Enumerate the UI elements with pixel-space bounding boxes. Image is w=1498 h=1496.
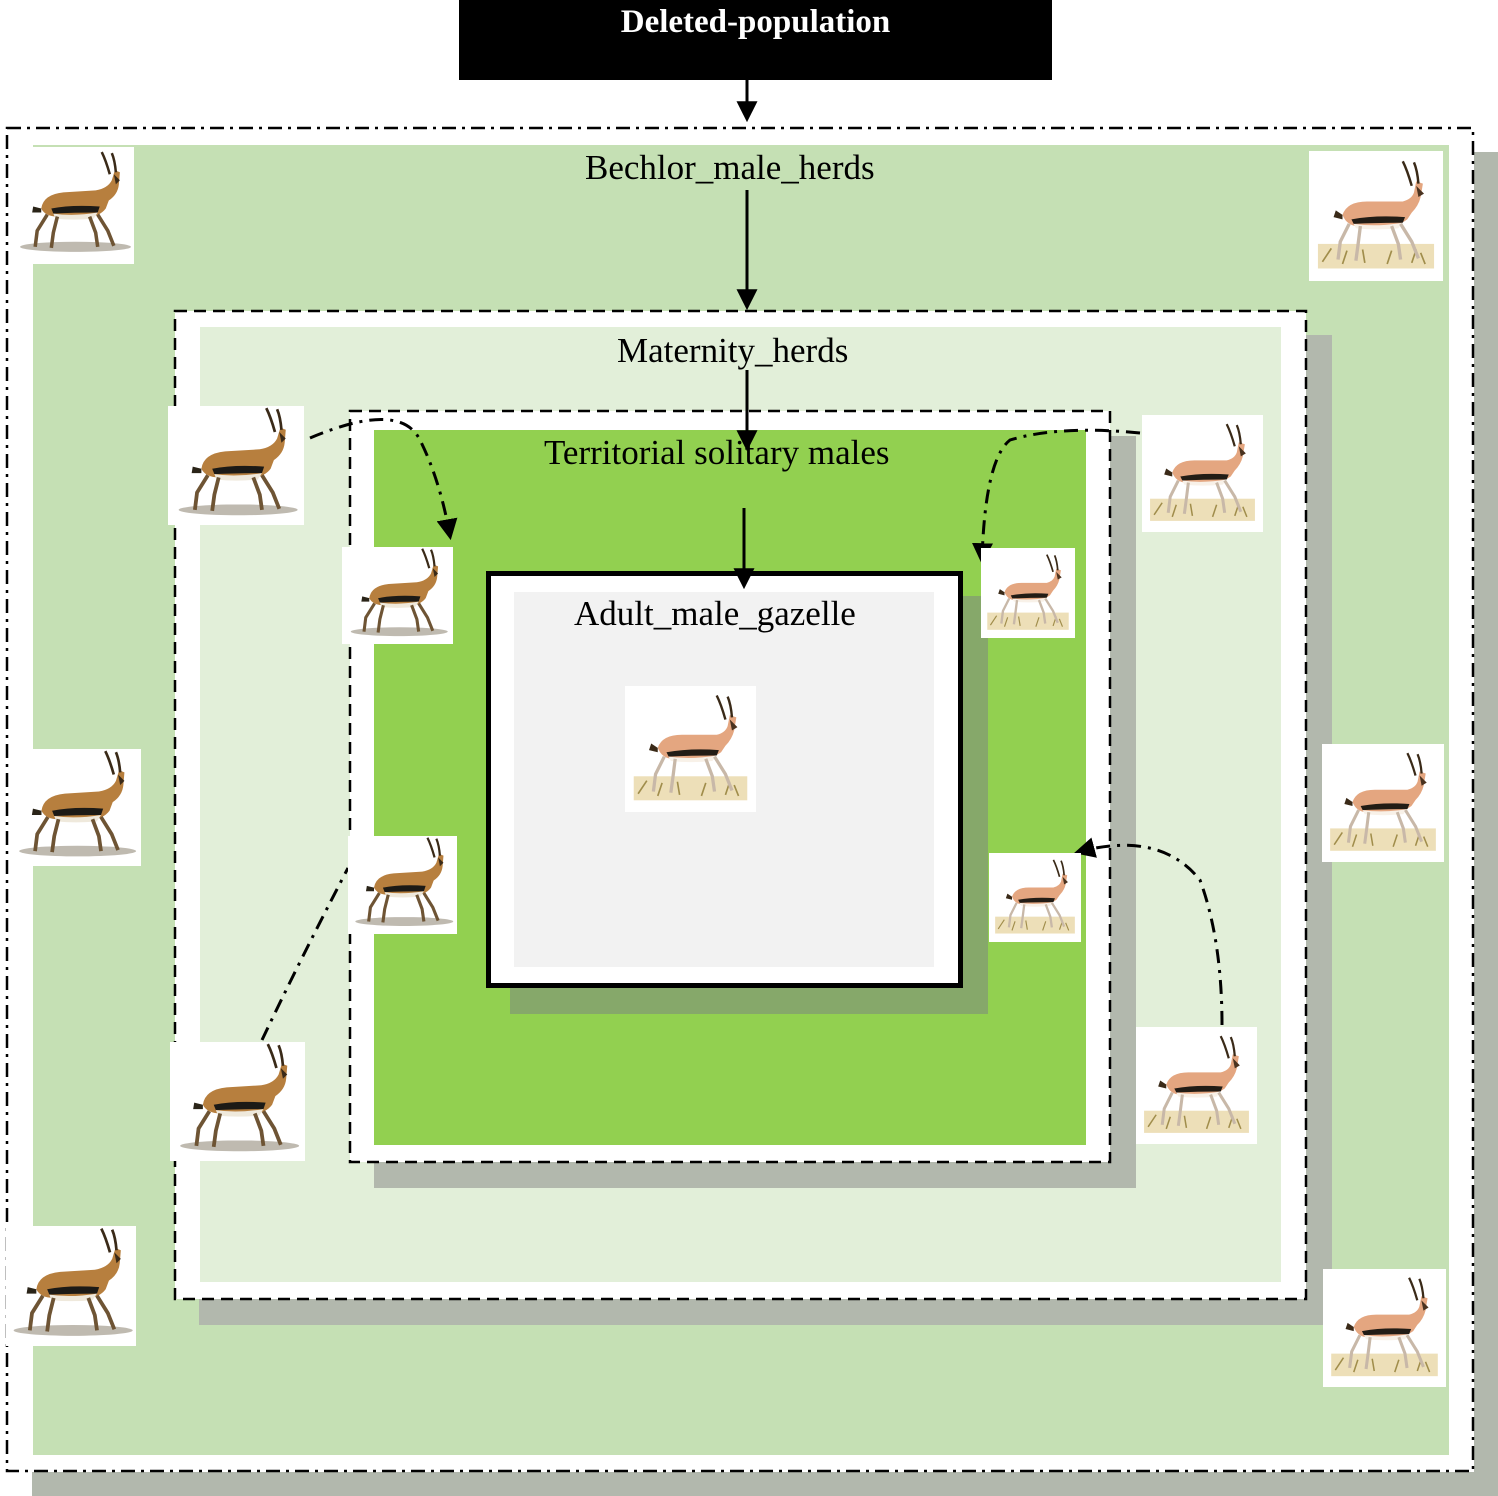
gazelle-icon — [168, 406, 304, 525]
gazelle-icon — [989, 853, 1081, 942]
level-adult-label: Adult_male_gazelle — [574, 594, 856, 633]
gazelle-icon — [1322, 744, 1444, 862]
gazelle-icon — [1136, 1027, 1257, 1144]
curve-arrow-right-bottom — [1073, 837, 1224, 1026]
level-maternity-label: Maternity_herds — [617, 331, 849, 370]
gazelle-icon — [10, 749, 141, 866]
gazelle-icon — [1323, 1269, 1446, 1387]
level-territorial-label: Territorial solitary males — [544, 433, 890, 472]
gazelle-icon — [170, 1042, 305, 1161]
gazelle-icon — [6, 1226, 136, 1346]
header-box: Deleted-population — [459, 0, 1052, 80]
gazelle-icon — [13, 147, 134, 264]
gazelle-icon — [348, 836, 457, 934]
curve-line-left-bottom — [260, 867, 350, 1041]
gazelle-icon — [1142, 415, 1263, 532]
curve-arrow-left-top — [309, 418, 458, 541]
gazelle-icon — [1309, 151, 1443, 281]
gazelle-icon — [981, 548, 1075, 638]
level-bechlor-label: Bechlor_male_herds — [585, 148, 875, 187]
gazelle-icon — [342, 547, 453, 644]
curve-arrow-right-top — [972, 428, 1141, 565]
gazelle-icon — [625, 686, 756, 812]
header-label: Deleted-population — [620, 4, 891, 40]
